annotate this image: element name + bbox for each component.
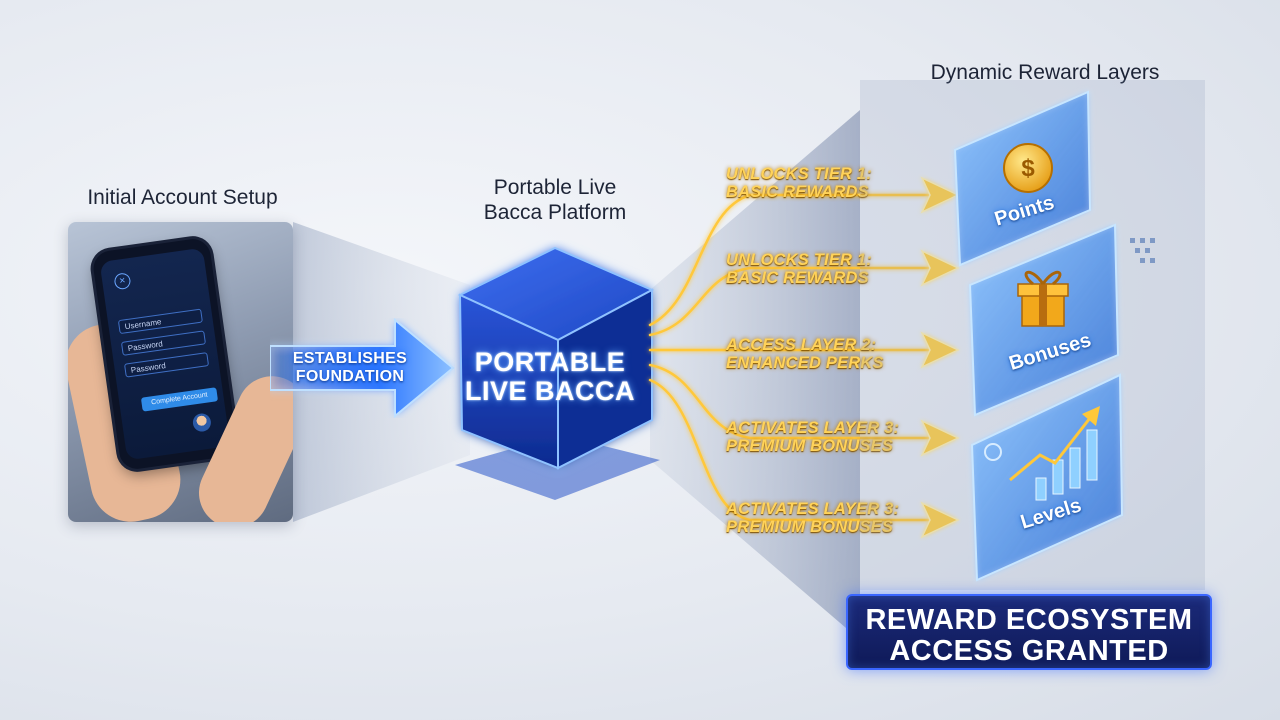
flow-line-5 xyxy=(648,378,942,522)
coin-icon xyxy=(1003,143,1053,193)
flow-label-4-line1: ACTIVATES LAYER 3: xyxy=(726,419,900,437)
establishes-arrow xyxy=(270,318,455,418)
cube-label-line2: LIVE BACCA xyxy=(464,375,635,406)
avatar xyxy=(191,412,213,433)
flow-label-1-line2: BASIC REWARDS xyxy=(726,183,869,202)
access-granted-banner: REWARD ECOSYSTEM ACCESS GRANTED xyxy=(846,594,1212,670)
cube-label-line1: PORTABLE xyxy=(474,347,626,377)
flow-label-2-line1: UNLOCKS TIER 1: xyxy=(726,251,873,269)
flow-label-3-line2: ENHANCED PERKS xyxy=(726,354,884,373)
platform-title-line2: Bacca Platform xyxy=(483,200,627,224)
flow-label-5-line1: ACTIVATES LAYER 3: xyxy=(726,500,900,518)
access-granted-text: REWARD ECOSYSTEM ACCESS GRANTED xyxy=(848,604,1210,668)
flow-label-5: ACTIVATES LAYER 3: PREMIUM BONUSES xyxy=(726,500,899,537)
grid-decoration xyxy=(1130,238,1155,263)
platform-section-title: Portable Live Bacca Platform xyxy=(445,176,665,226)
flow-label-4: ACTIVATES LAYER 3: PREMIUM BONUSES xyxy=(726,419,899,456)
confirm-password-field[interactable]: Password xyxy=(123,352,210,378)
platform-title-line1: Portable Live xyxy=(493,176,617,199)
app-logo-icon: ✕ xyxy=(113,272,132,291)
level-badge-icon xyxy=(984,443,1002,461)
flow-arrowhead-3 xyxy=(920,331,960,369)
flow-label-2-line2: BASIC REWARDS xyxy=(726,269,869,288)
setup-section-title: Initial Account Setup xyxy=(87,186,278,209)
establish-line2: FOUNDATION xyxy=(295,367,405,385)
flow-label-1-line1: UNLOCKS TIER 1: xyxy=(726,165,873,183)
account-setup-photo: ✕ Username Password Password Complete Ac… xyxy=(68,222,293,522)
establish-line1: ESTABLISHES xyxy=(292,350,408,367)
gift-box-icon xyxy=(1017,270,1069,327)
cube-label: PORTABLE LIVE BACCA xyxy=(455,348,645,405)
flow-label-5-line2: PREMIUM BONUSES xyxy=(726,518,894,537)
flow-label-1: UNLOCKS TIER 1: BASIC REWARDS xyxy=(726,165,872,202)
platform-cube xyxy=(455,246,660,500)
flow-arrowhead-5 xyxy=(920,501,960,539)
flow-arrowhead-4 xyxy=(920,419,960,457)
flow-line-2 xyxy=(648,266,942,337)
complete-account-button[interactable]: Complete Account xyxy=(140,387,219,412)
flow-label-3-line1: ACCESS LAYER 2: xyxy=(726,336,877,354)
rewards-section-title: Dynamic Reward Layers xyxy=(930,61,1160,84)
bar-chart-icon xyxy=(1035,429,1098,501)
svg-text:$: $ xyxy=(1021,155,1035,182)
growth-arrow-icon xyxy=(1009,417,1092,482)
flow-label-2: UNLOCKS TIER 1: BASIC REWARDS xyxy=(726,251,872,288)
cube-right-face xyxy=(557,288,653,470)
flow-label-3: ACCESS LAYER 2: ENHANCED PERKS xyxy=(726,336,884,373)
banner-line2: ACCESS GRANTED xyxy=(889,635,1169,668)
phone-screen: ✕ Username Password Password Complete Ac… xyxy=(99,247,231,461)
reward-flow-lines xyxy=(648,176,960,539)
banner-line1: REWARD ECOSYSTEM xyxy=(865,604,1193,636)
establishes-foundation-label: ESTABLISHES FOUNDATION xyxy=(284,350,416,385)
flow-line-4 xyxy=(648,363,942,440)
flow-line-1 xyxy=(648,193,942,327)
flow-label-4-line2: PREMIUM BONUSES xyxy=(726,437,894,456)
password-field[interactable]: Password xyxy=(120,330,207,356)
flow-arrowhead-2 xyxy=(920,249,960,287)
username-field[interactable]: Username xyxy=(117,308,203,335)
reward-layers-panel: $ xyxy=(860,80,1205,590)
flow-arrowhead-1 xyxy=(920,176,960,214)
